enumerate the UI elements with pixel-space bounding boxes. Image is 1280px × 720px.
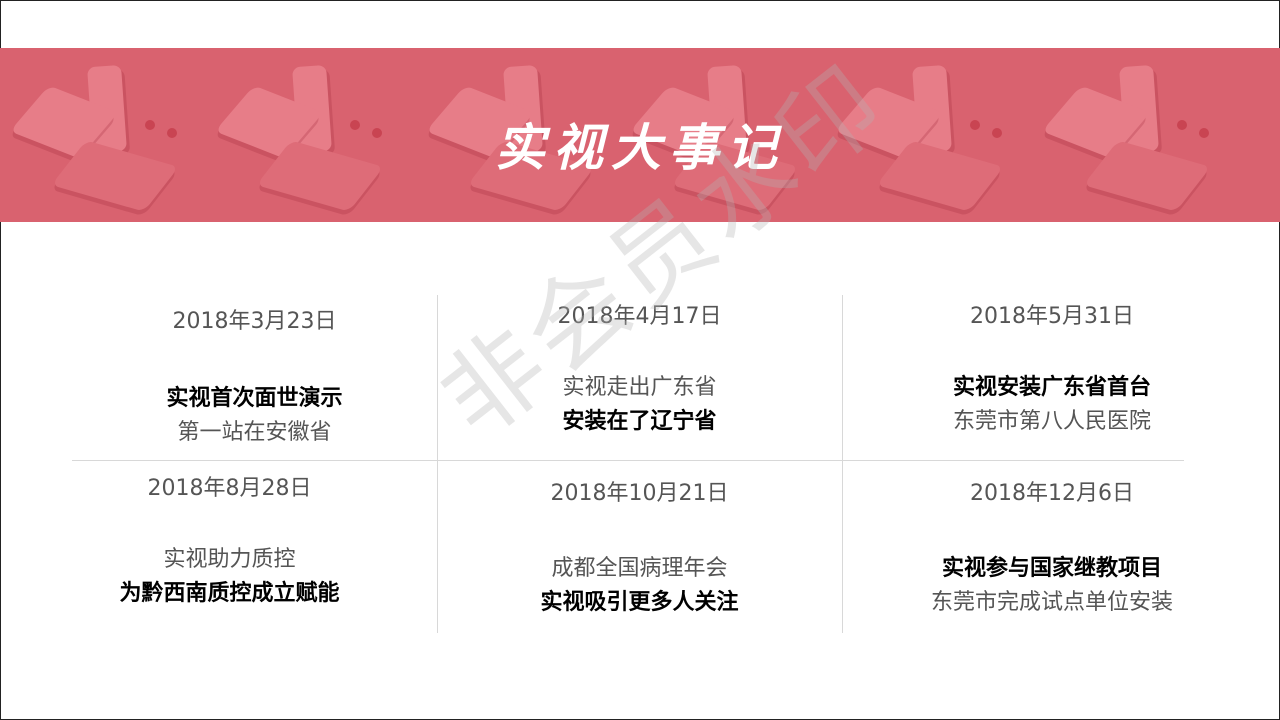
event-line1: 实视首次面世演示	[166, 386, 343, 411]
event-line1: 成都全国病理年会	[551, 556, 728, 581]
event-line2: 为黔西南质控成立赋能	[119, 581, 340, 606]
event-line2: 安装在了辽宁省	[562, 409, 717, 434]
phone-mockup-image	[834, 58, 1015, 218]
event-line1: 实视安装广东省首台	[952, 375, 1151, 400]
event-line2: 第一站在安徽省	[177, 420, 332, 445]
event-date: 2018年10月21日	[550, 481, 729, 506]
phone-mockup-image	[9, 58, 190, 218]
event-cell: 2018年8月28日 实视助力质控 为黔西南质控成立赋能	[47, 475, 412, 611]
event-line1: 实视走出广东省	[562, 375, 717, 400]
page-title: 实视大事记	[495, 119, 785, 177]
column-divider	[437, 295, 438, 633]
event-line2: 东莞市第八人民医院	[952, 409, 1151, 434]
event-cell: 2018年4月17日 实视走出广东省 安装在了辽宁省	[437, 303, 842, 439]
event-date: 2018年8月28日	[147, 476, 312, 501]
phone-mockup-image	[214, 58, 395, 218]
event-line1: 实视参与国家继教项目	[941, 556, 1162, 581]
event-line2: 东莞市完成试点单位安装	[930, 590, 1173, 615]
event-cell: 2018年5月31日 实视安装广东省首台 东莞市第八人民医院	[842, 303, 1262, 439]
phone-mockup-image	[1041, 58, 1222, 218]
event-date: 2018年4月17日	[557, 304, 722, 329]
event-date: 2018年12月6日	[970, 481, 1134, 506]
row-divider	[72, 460, 1184, 461]
event-line1: 实视助力质控	[163, 547, 296, 572]
event-line2: 实视吸引更多人关注	[540, 590, 739, 615]
title-banner	[0, 48, 1280, 222]
event-date: 2018年5月31日	[970, 304, 1134, 329]
event-cell: 2018年3月23日 实视首次面世演示 第一站在安徽省	[72, 308, 437, 450]
column-divider	[842, 295, 843, 633]
event-date: 2018年3月23日	[172, 309, 337, 334]
event-cell: 2018年10月21日 成都全国病理年会 实视吸引更多人关注	[437, 480, 842, 620]
event-cell: 2018年12月6日 实视参与国家继教项目 东莞市完成试点单位安装	[842, 480, 1262, 620]
